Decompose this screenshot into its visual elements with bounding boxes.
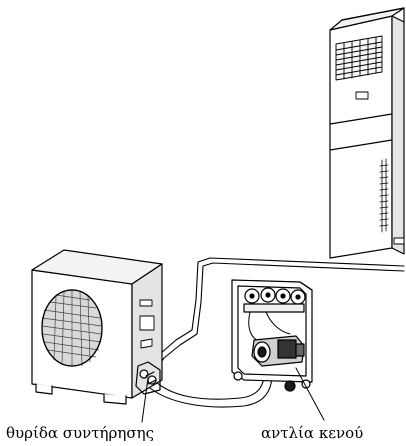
indoor-unit-icon [330, 8, 404, 258]
vacuum-pump-label: αντλία κενού [261, 424, 363, 442]
air-outlet-grille [336, 36, 382, 80]
service-port-label: θυρίδα συντήρησης [6, 424, 154, 442]
outdoor-unit-icon [32, 250, 162, 404]
vacuum-pump-icon [232, 280, 312, 391]
